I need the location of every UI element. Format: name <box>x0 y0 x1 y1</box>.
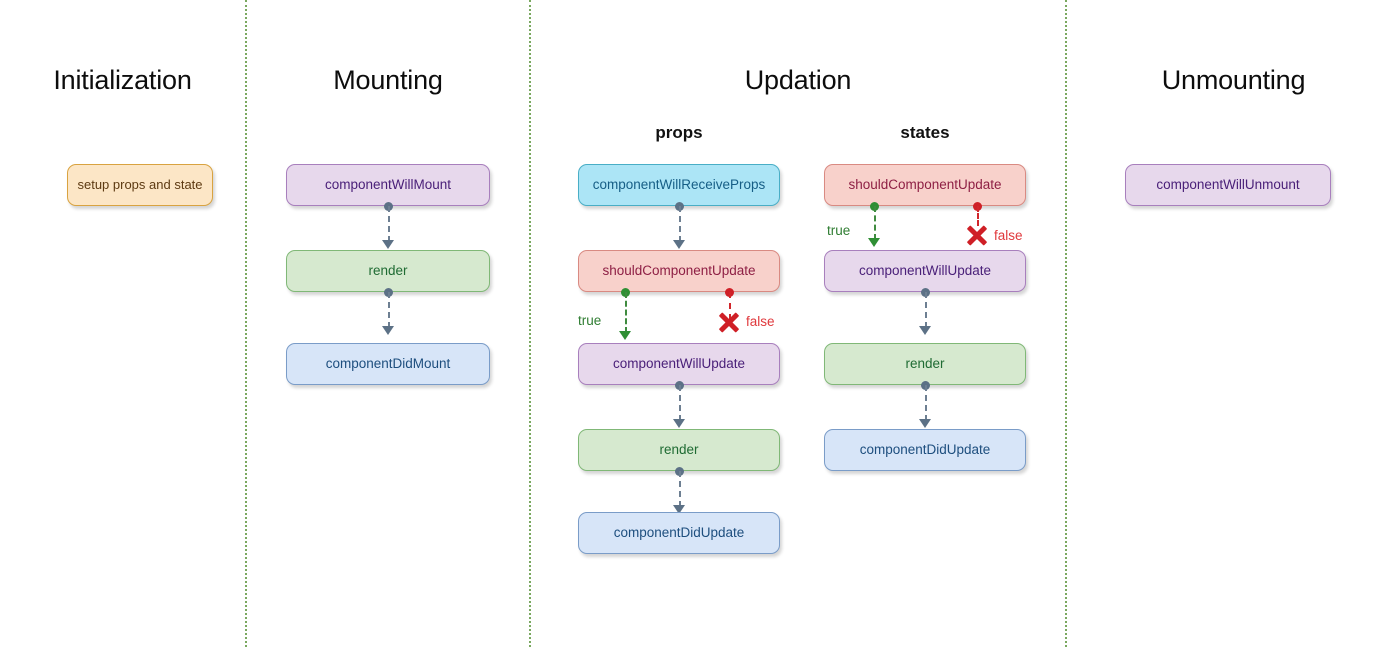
node-states-render[interactable]: render <box>824 343 1026 385</box>
node-props-should-component-update[interactable]: shouldComponentUpdate <box>578 250 780 292</box>
node-props-component-will-update[interactable]: componentWillUpdate <box>578 343 780 385</box>
divider-mounting-updation <box>529 0 531 647</box>
node-states-component-will-update[interactable]: componentWillUpdate <box>824 250 1026 292</box>
arrowhead-props-render <box>672 419 685 428</box>
connector-mount-render-to-did-mount <box>388 292 390 328</box>
connector-props-render-to-did-update <box>679 471 681 507</box>
arrowhead-mount-render <box>381 240 394 249</box>
connector-props-receive-to-should-update <box>679 206 681 242</box>
edge-label-props-true: true <box>578 313 602 328</box>
edge-label-states-true: true <box>827 223 851 238</box>
connector-states-will-update-to-render <box>925 292 927 328</box>
connector-states-true <box>874 206 876 240</box>
section-title-updation: Updation <box>744 65 852 95</box>
subcolumn-title-states: states <box>900 123 950 142</box>
connector-props-true <box>625 292 627 333</box>
edge-label-props-false: false <box>746 314 775 329</box>
arrowhead-props-should-update <box>672 240 685 249</box>
node-component-will-receive-props[interactable]: componentWillReceiveProps <box>578 164 780 206</box>
section-title-initialization: Initialization <box>53 65 192 95</box>
x-mark-icon-props-false <box>716 309 742 335</box>
arrowhead-states-did-update <box>918 419 931 428</box>
connector-props-will-update-to-render <box>679 385 681 421</box>
arrowhead-mount-did-mount <box>381 326 394 335</box>
section-title-mounting: Mounting <box>333 65 443 95</box>
arrowhead-states-true <box>867 238 880 247</box>
node-component-did-mount[interactable]: componentDidMount <box>286 343 490 385</box>
arrowhead-states-render <box>918 326 931 335</box>
node-props-component-did-update[interactable]: componentDidUpdate <box>578 512 780 554</box>
connector-props-false <box>729 292 731 320</box>
divider-updation-unmounting <box>1065 0 1067 647</box>
connector-states-false <box>977 206 979 226</box>
node-props-render[interactable]: render <box>578 429 780 471</box>
node-states-should-component-update[interactable]: shouldComponentUpdate <box>824 164 1026 206</box>
node-setup-props-and-state[interactable]: setup props and state <box>67 164 213 206</box>
edge-label-states-false: false <box>994 228 1023 243</box>
connector-states-render-to-did-update <box>925 385 927 421</box>
subcolumn-title-props: props <box>655 123 703 142</box>
node-component-will-mount[interactable]: componentWillMount <box>286 164 490 206</box>
arrowhead-props-did-update <box>672 505 685 514</box>
divider-initialization-mounting <box>245 0 247 647</box>
node-states-component-did-update[interactable]: componentDidUpdate <box>824 429 1026 471</box>
node-component-will-unmount[interactable]: componentWillUnmount <box>1125 164 1331 206</box>
x-mark-icon-states-false <box>964 222 990 248</box>
connector-mount-will-to-render <box>388 206 390 242</box>
node-mount-render[interactable]: render <box>286 250 490 292</box>
section-title-unmounting: Unmounting <box>1161 65 1306 95</box>
arrowhead-props-true <box>618 331 631 340</box>
